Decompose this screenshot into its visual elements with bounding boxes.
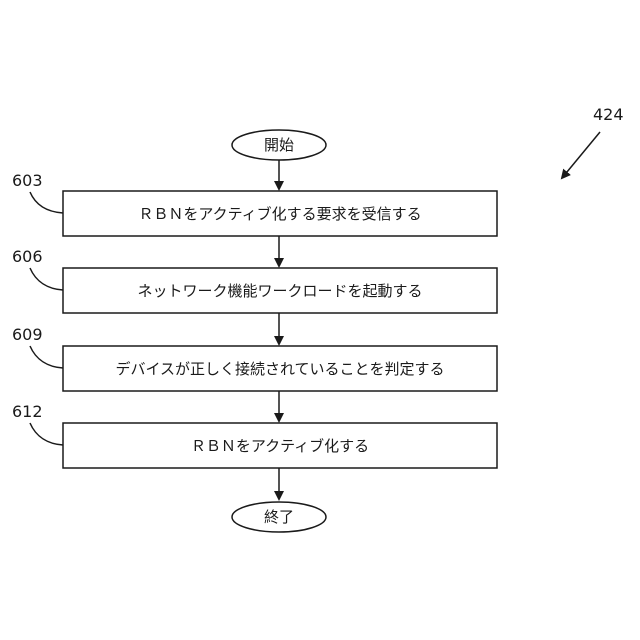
start-label: 開始: [264, 136, 294, 154]
step-612: 612 ＲＢＮをアクティブ化する: [12, 402, 497, 468]
step-603-label: ＲＢＮをアクティブ化する要求を受信する: [138, 205, 421, 223]
figure-pointer-arrow: [562, 132, 600, 178]
figure-number: 424: [593, 105, 624, 124]
step-612-ref: 612: [12, 402, 43, 421]
step-606-ref: 606: [12, 247, 43, 266]
step-603: 603 ＲＢＮをアクティブ化する要求を受信する: [12, 171, 497, 236]
step-606-label: ネットワーク機能ワークロードを起動する: [137, 282, 422, 300]
step-606: 606 ネットワーク機能ワークロードを起動する: [12, 247, 497, 313]
step-603-ref: 603: [12, 171, 43, 190]
step-612-label: ＲＢＮをアクティブ化する: [191, 437, 369, 455]
step-609-ref: 609: [12, 325, 43, 344]
step-606-leader-line: [30, 268, 63, 290]
step-612-leader-line: [30, 423, 63, 445]
step-609-label: デバイスが正しく接続されていることを判定する: [115, 360, 444, 378]
end-terminal: 終了: [232, 502, 326, 532]
step-609-leader-line: [30, 346, 63, 368]
step-603-leader-line: [30, 192, 63, 213]
end-label: 終了: [264, 508, 294, 526]
step-609: 609 デバイスが正しく接続されていることを判定する: [12, 325, 497, 391]
start-terminal: 開始: [232, 130, 326, 160]
